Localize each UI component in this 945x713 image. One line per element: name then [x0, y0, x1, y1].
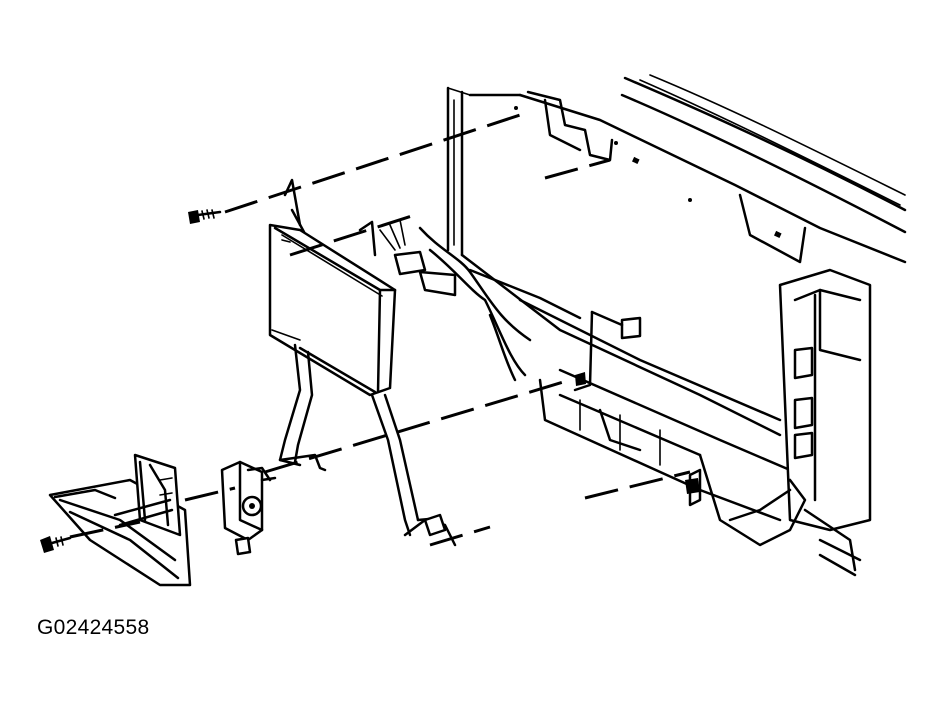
assembly-lines — [69, 113, 691, 547]
module-bracket — [278, 343, 457, 547]
control-module — [268, 178, 397, 397]
small-bracket — [220, 460, 277, 556]
bolt-upper — [188, 209, 222, 224]
bolt-lower — [40, 536, 72, 553]
figure-code: G02424558 — [37, 616, 150, 639]
vehicle-body-panel — [446, 74, 907, 577]
lower-left-trim — [48, 453, 192, 587]
wiring-harness — [379, 219, 582, 382]
clip-fastener — [575, 372, 700, 494]
